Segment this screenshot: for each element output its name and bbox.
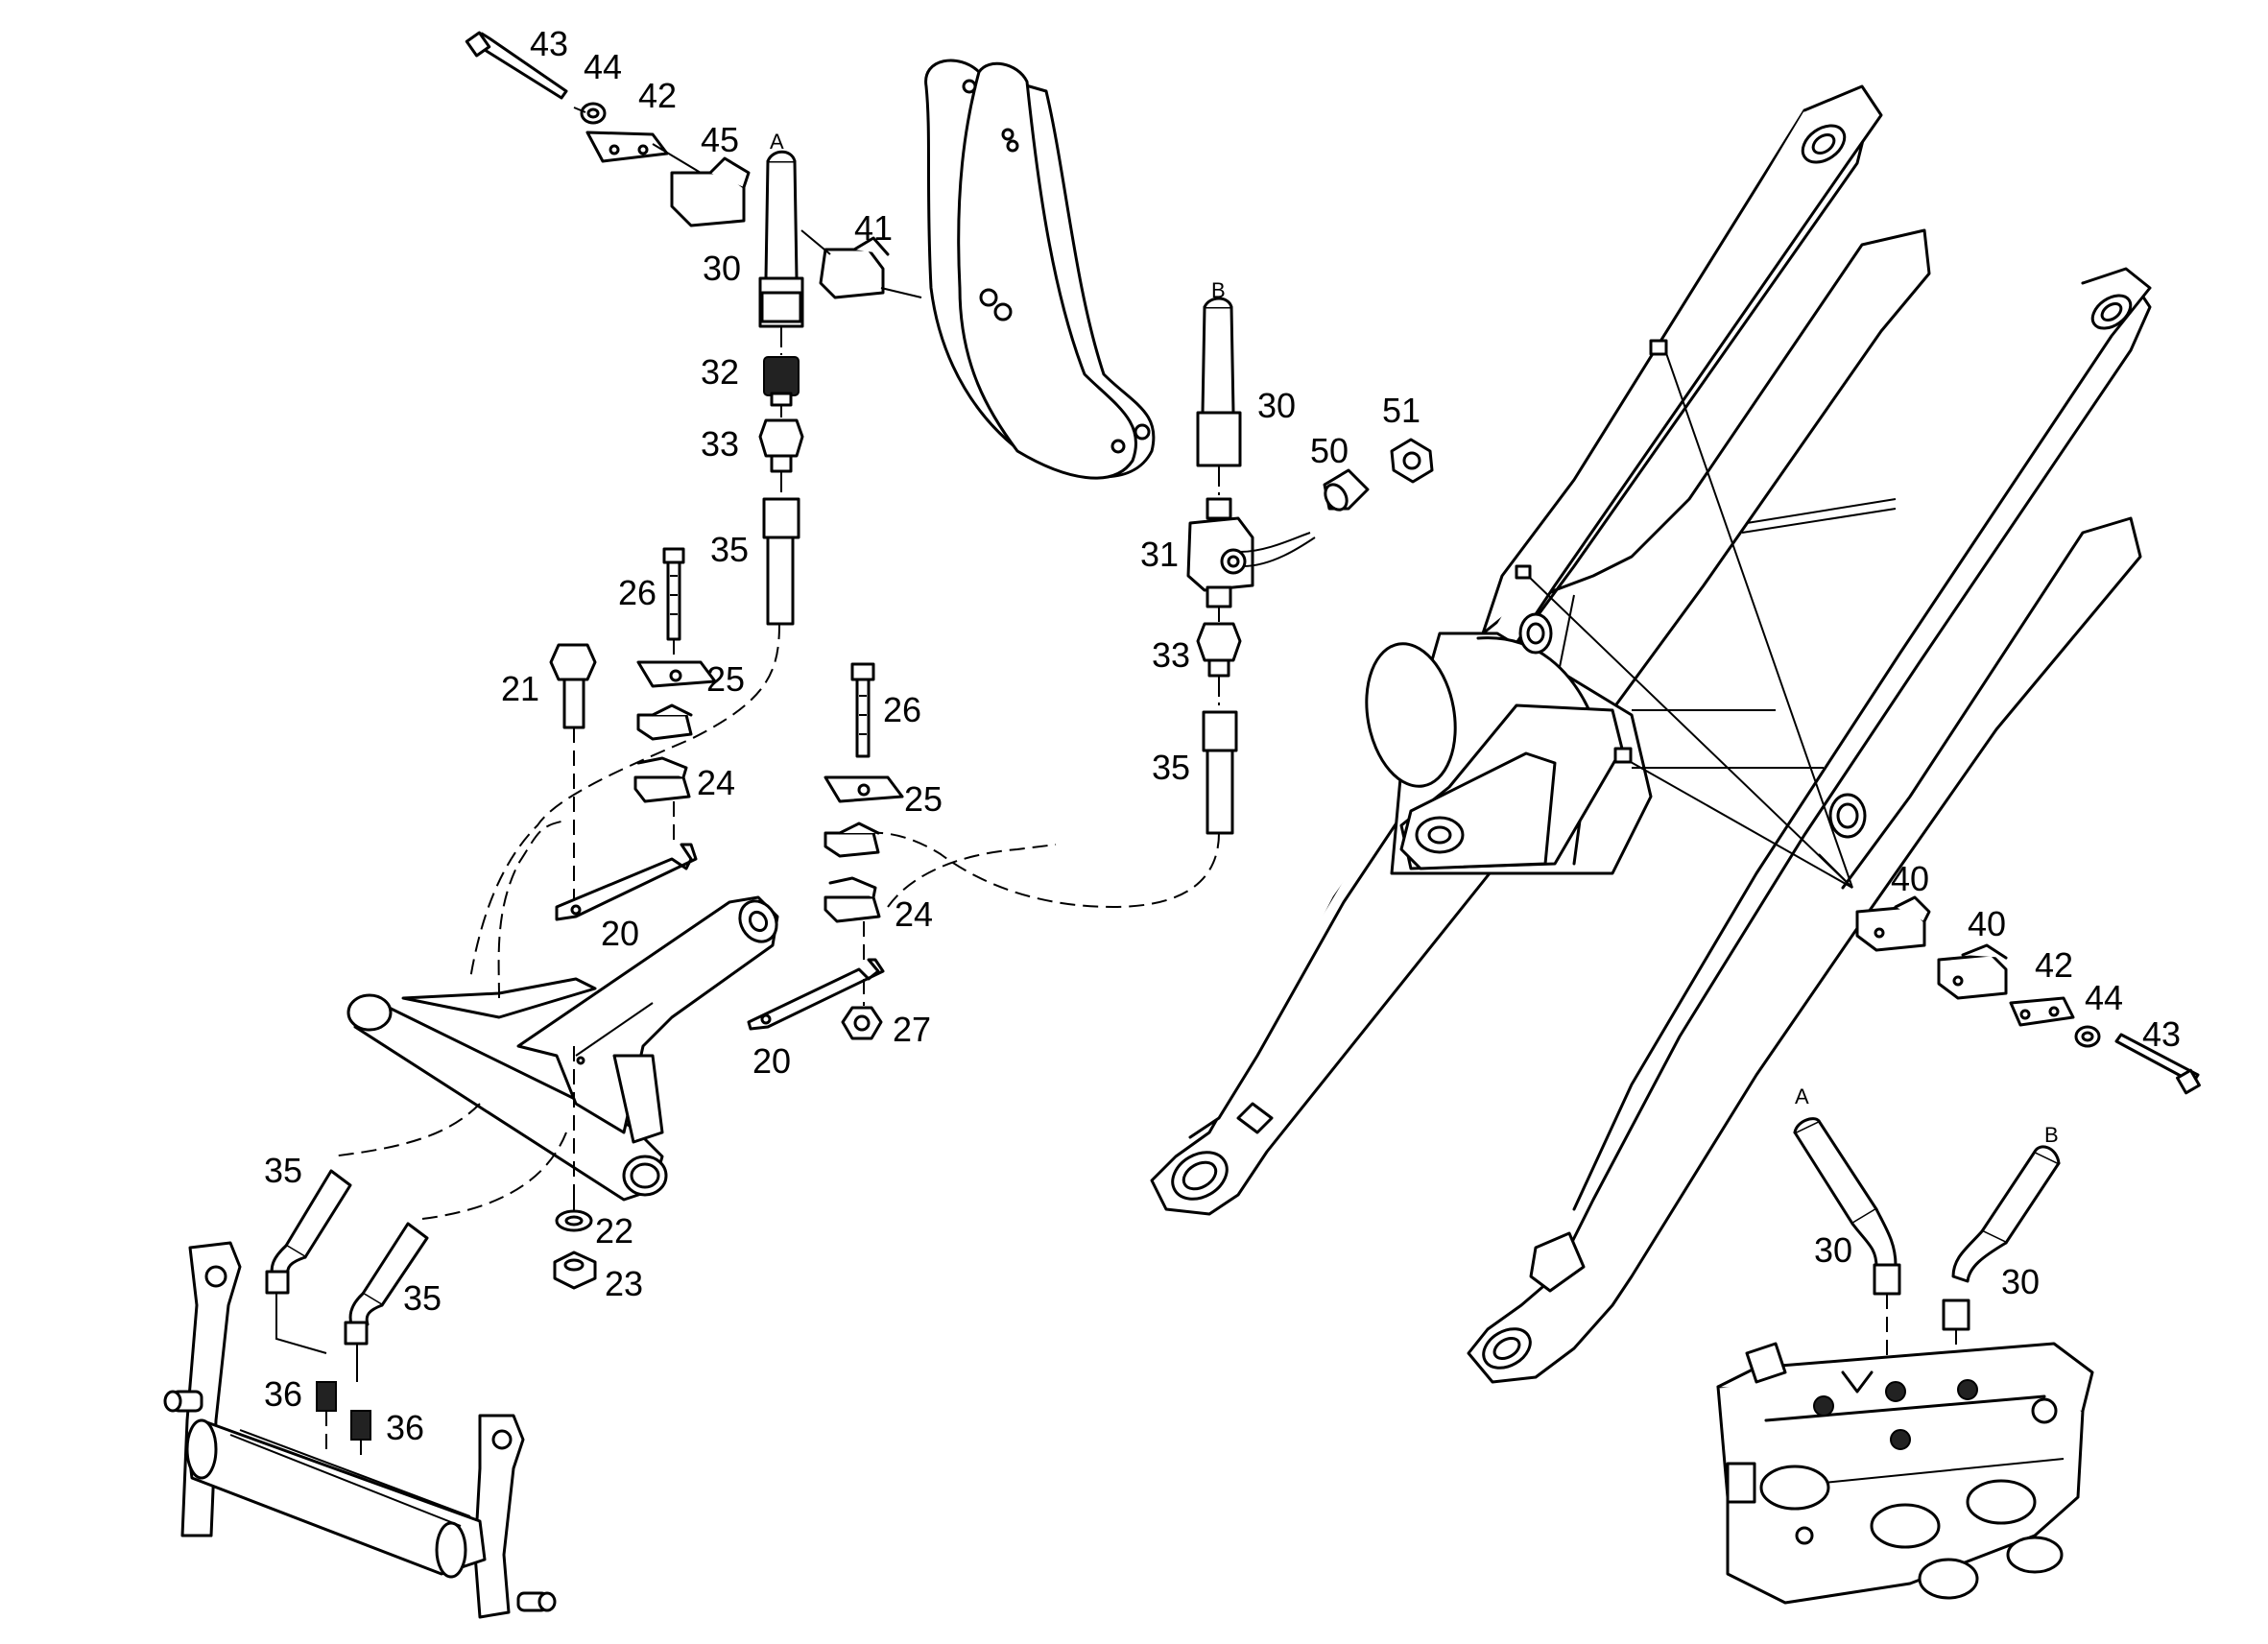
callout-35-bottom-right: 35 [403,1278,442,1318]
callout-A-top: A [770,130,784,154]
callout-24-right: 24 [895,894,933,934]
callout-43: 43 [530,24,568,63]
callout-27: 27 [893,1010,931,1049]
callout-41: 41 [854,208,893,248]
callout-labels: 43 44 42 45 A 41 30 32 33 35 26 21 25 24… [264,24,2181,1447]
callout-22: 22 [595,1211,633,1251]
callout-A-bottom: A [1795,1084,1809,1108]
callout-30-valve-right: 30 [2001,1262,2040,1301]
callout-20-left: 20 [601,914,639,953]
arm-bracket-plates [924,59,1156,480]
callout-25-left: 25 [706,659,745,699]
hose-b-stack [824,297,1434,909]
callout-26-left: 26 [618,573,657,612]
callout-32: 32 [701,352,739,392]
clamp-set-right [747,662,1057,1040]
callout-35-bottom-left: 35 [264,1151,302,1190]
callout-40-upper: 40 [1891,859,1929,898]
callout-36-right: 36 [386,1408,424,1447]
control-valve-block [1716,1117,2094,1605]
callout-21: 21 [501,669,539,708]
loader-arm-frame [1150,84,2152,1384]
clamp-set-40 [1855,895,2201,1095]
tilt-cylinder-assembly [163,1169,557,1619]
callout-45: 45 [701,120,739,159]
callout-43-right: 43 [2142,1014,2181,1054]
callout-42-right: 42 [2035,945,2073,985]
hose-a-stack [469,150,804,980]
callout-51: 51 [1382,391,1420,430]
callout-36-left: 36 [264,1374,302,1414]
callout-44: 44 [584,47,622,86]
swing-tube-frame [330,820,779,1290]
callout-24-left: 24 [697,763,735,802]
callout-42: 42 [638,76,677,115]
callout-B-bottom: B [2044,1123,2059,1147]
callout-40-lower: 40 [1968,904,2006,943]
callout-20-right: 20 [752,1041,791,1081]
callout-35-top: 35 [710,530,749,569]
callout-50: 50 [1310,431,1349,470]
callout-30-right: 30 [1257,386,1296,425]
callout-33-left: 33 [701,424,739,464]
clamp-set-left [549,547,717,921]
callout-23: 23 [605,1264,643,1303]
callout-30-left: 30 [703,249,741,288]
callout-30-valve-left: 30 [1814,1230,1852,1270]
callout-B-top: B [1211,278,1226,302]
callout-33-right: 33 [1152,635,1190,675]
clamp-top-left [465,31,922,299]
callout-31: 31 [1140,535,1179,574]
callout-35-right: 35 [1152,748,1190,787]
callout-25-right: 25 [904,779,943,819]
callout-44-right: 44 [2085,978,2123,1017]
callout-26-right: 26 [883,690,921,729]
